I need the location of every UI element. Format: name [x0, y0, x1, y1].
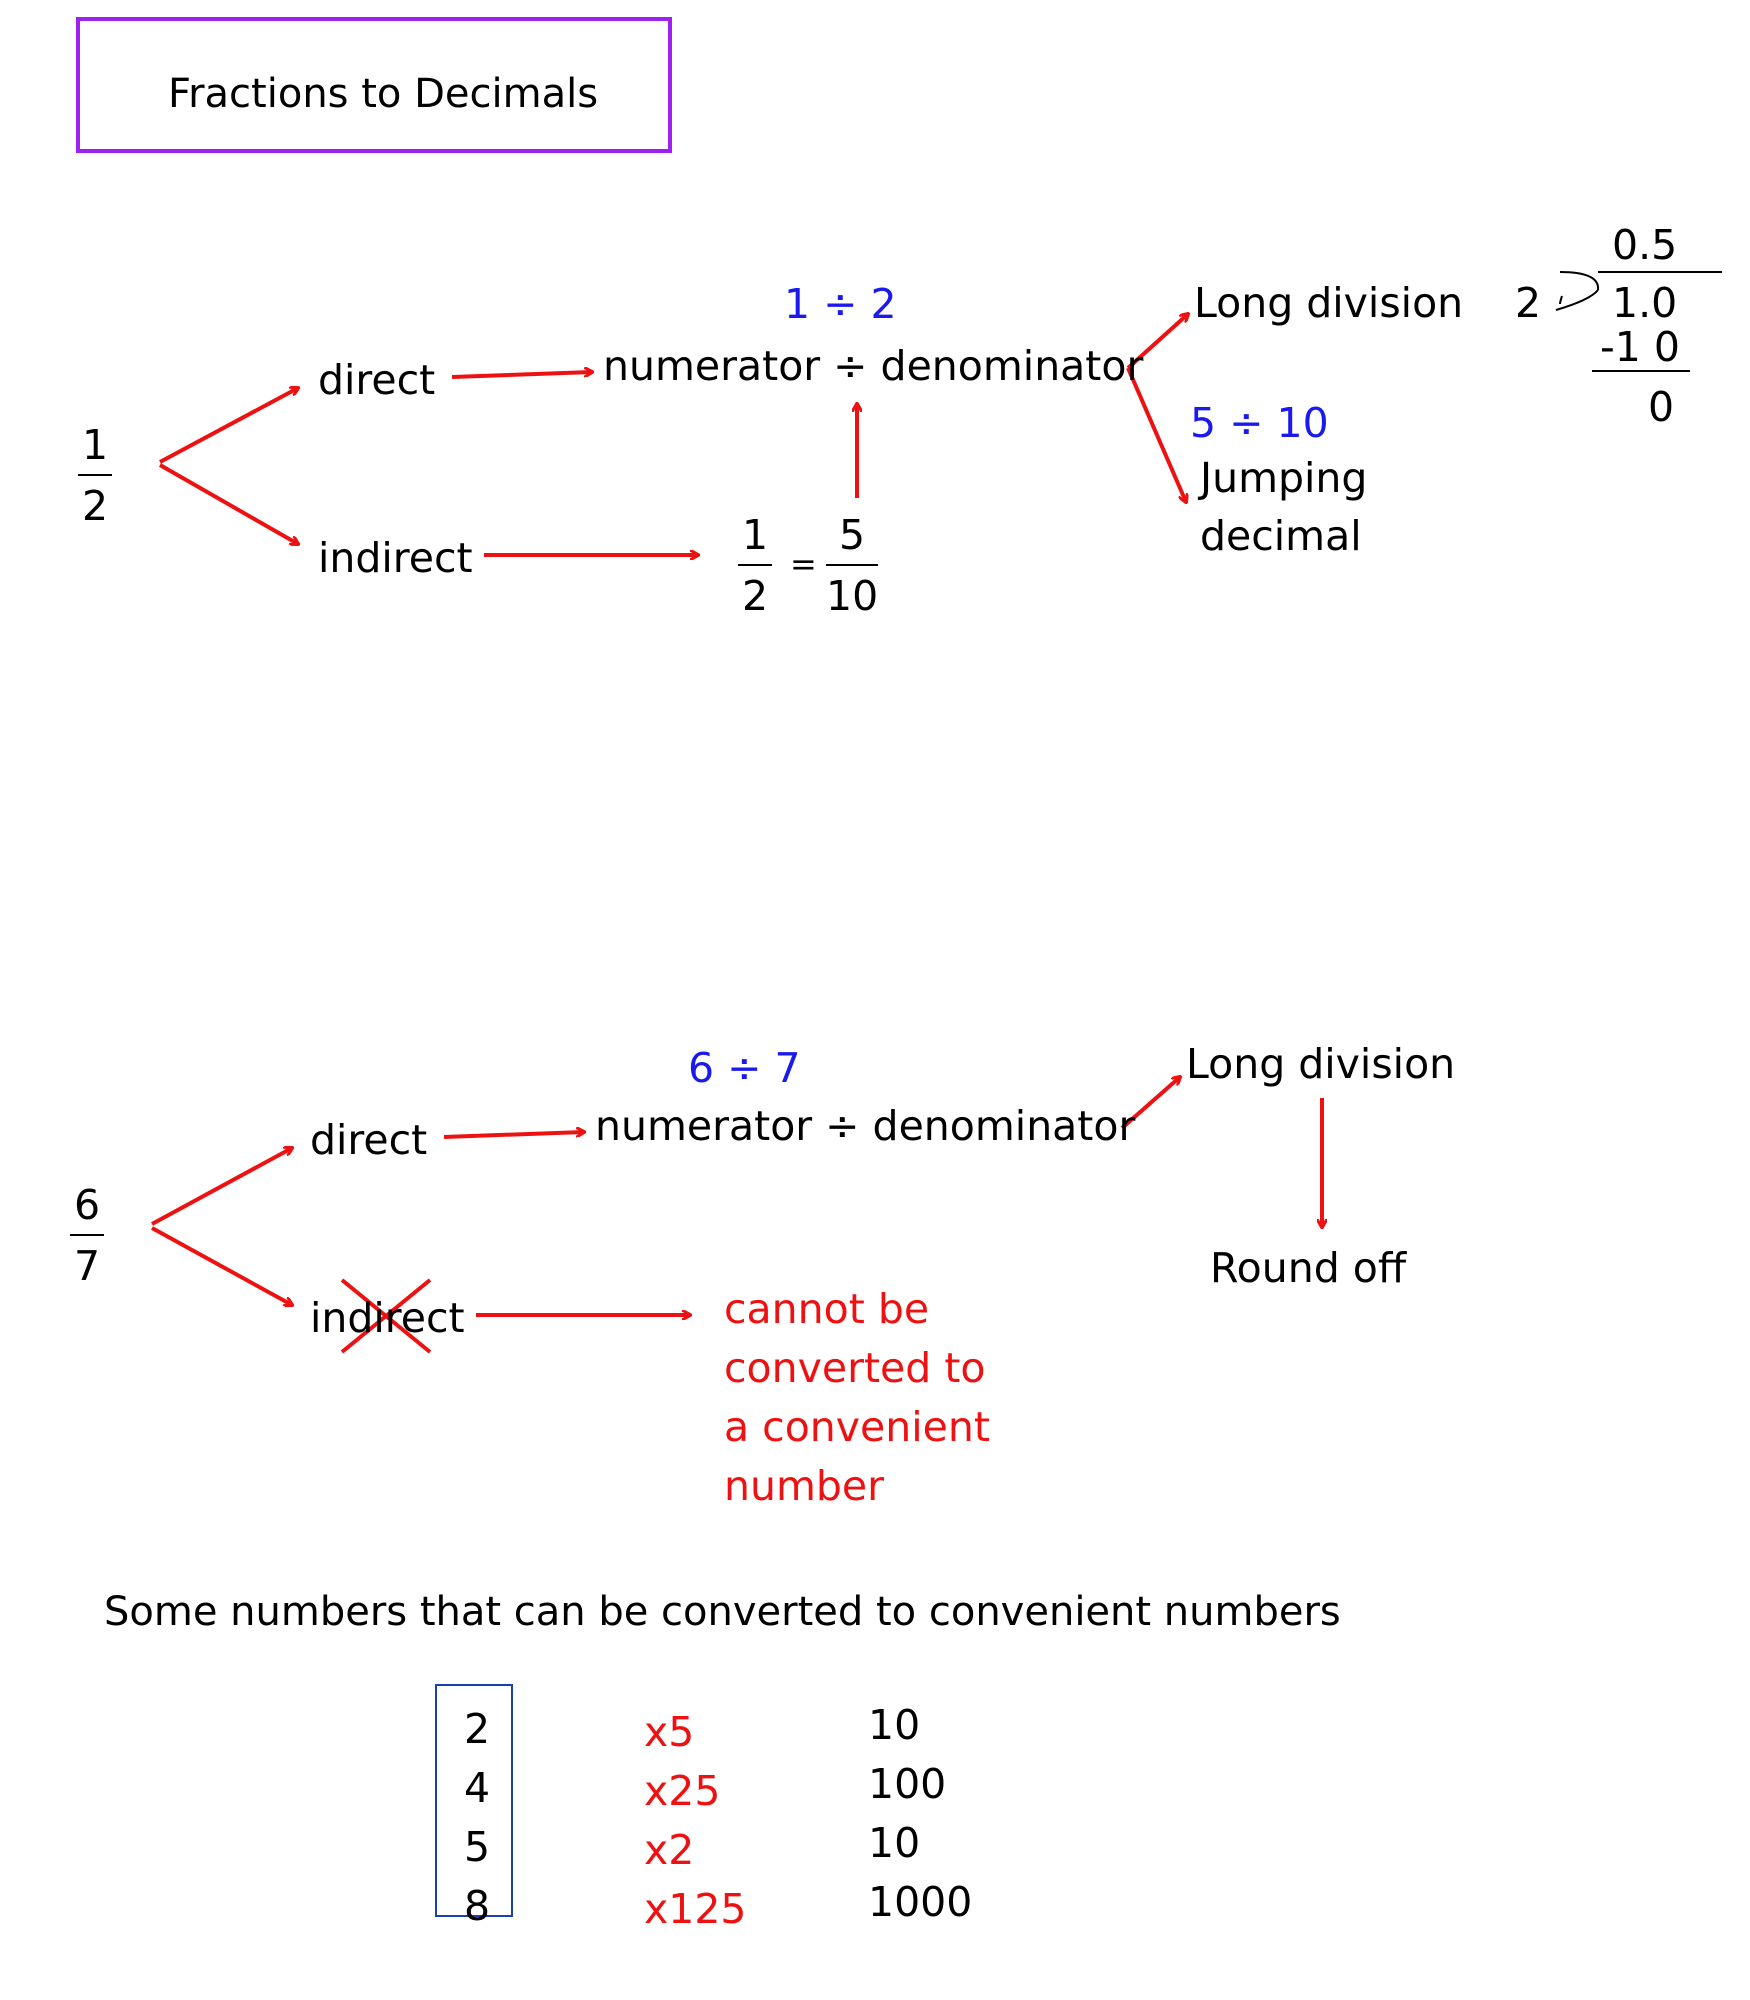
fraction-denominator: 7 [73, 1242, 101, 1290]
multiplier-value: x125 [644, 1885, 747, 1933]
cannot-convert-line: a convenient [724, 1403, 990, 1451]
arrow-to-indirect-1 [159, 463, 298, 544]
multiplier-value: x5 [644, 1708, 695, 1756]
equiv-left-denominator: 2 [741, 572, 769, 620]
fraction-bar [78, 474, 112, 476]
direct-label-2: direct [310, 1116, 428, 1164]
result-value: 1000 [868, 1878, 973, 1926]
denominators-box [435, 1684, 513, 1917]
division-divisor: 2 [1515, 279, 1542, 327]
multiplier-value: x25 [644, 1767, 721, 1815]
long-division-label-1: Long division [1194, 279, 1464, 327]
result-value: 10 [868, 1819, 921, 1867]
equals-sign: = [790, 545, 817, 583]
expression-one-div-two: 1 ÷ 2 [784, 280, 897, 328]
denominators-column: 2 4 5 8 [464, 1700, 490, 1936]
fraction-denominator: 2 [81, 482, 109, 530]
convenient-heading: Some numbers that can be converted to co… [104, 1589, 1341, 1635]
division-subtract: -1 0 [1600, 323, 1680, 371]
equiv-left-numerator: 1 [741, 511, 769, 559]
title-box: Fractions to Decimals [76, 17, 672, 153]
round-off-label: Round off [1210, 1244, 1407, 1292]
fraction-equiv-right: 5 10 [826, 515, 878, 617]
fraction-bar [738, 564, 772, 566]
arrow-to-jumping-1 [1126, 367, 1186, 502]
long-division-label-2: Long division [1186, 1040, 1456, 1088]
division-dividend: 1.0 [1612, 279, 1678, 327]
cannot-convert-line: converted to [724, 1344, 986, 1392]
denominator-value: 4 [464, 1764, 491, 1812]
direct-label-1: direct [318, 356, 436, 404]
fraction-bar [70, 1234, 104, 1236]
arrow-to-long-division-1 [1126, 314, 1188, 370]
denominator-value: 2 [464, 1705, 491, 1753]
cannot-convert-line: number [724, 1462, 885, 1510]
result-value: 10 [868, 1701, 921, 1749]
division-remainder: 0 [1648, 383, 1675, 431]
arrow-to-long-division-2 [1120, 1077, 1180, 1130]
denominator-value: 5 [464, 1823, 491, 1871]
cannot-convert-note: cannot be converted to a convenient numb… [724, 1280, 990, 1516]
arrow-direct-to-numerator-1 [451, 372, 592, 379]
denominator-value: 8 [464, 1882, 491, 1930]
fraction-equiv-left: 1 2 [738, 515, 772, 617]
strike-cross-indirect [340, 1278, 432, 1354]
indirect-label-2-crossed: indirect [310, 1294, 465, 1342]
arrow-to-indirect-2 [151, 1226, 292, 1305]
fraction-one-half: 1 2 [78, 425, 112, 527]
result-value: 100 [868, 1760, 947, 1808]
arrow-direct-to-numerator-2 [443, 1132, 584, 1139]
fraction-numerator: 6 [73, 1181, 101, 1229]
expression-six-div-seven: 6 ÷ 7 [688, 1044, 801, 1092]
arrow-to-direct-2 [151, 1148, 292, 1226]
numerator-div-denominator-2: numerator ÷ denominator [595, 1102, 1136, 1150]
results-column: 10 100 10 1000 [868, 1696, 972, 1932]
arrow-to-direct-1 [159, 388, 298, 464]
decimal-label: decimal [1200, 512, 1362, 560]
division-bracket [1555, 271, 1600, 311]
cannot-convert-line: cannot be [724, 1285, 930, 1333]
page-title: Fractions to Decimals [168, 71, 599, 117]
fraction-six-sevenths: 6 7 [70, 1185, 104, 1287]
expression-five-div-ten: 5 ÷ 10 [1190, 399, 1329, 447]
multiplier-value: x2 [644, 1826, 695, 1874]
multipliers-column: x5 x25 x2 x125 [644, 1703, 747, 1939]
indirect-label-1: indirect [318, 534, 473, 582]
division-quotient: 0.5 [1612, 221, 1678, 269]
fraction-numerator: 1 [81, 421, 109, 469]
fraction-bar [826, 564, 878, 566]
jumping-label: Jumping [1200, 454, 1368, 502]
equiv-right-denominator: 10 [826, 572, 879, 620]
numerator-div-denominator-1: numerator ÷ denominator [603, 342, 1144, 390]
equiv-right-numerator: 5 [838, 511, 866, 559]
